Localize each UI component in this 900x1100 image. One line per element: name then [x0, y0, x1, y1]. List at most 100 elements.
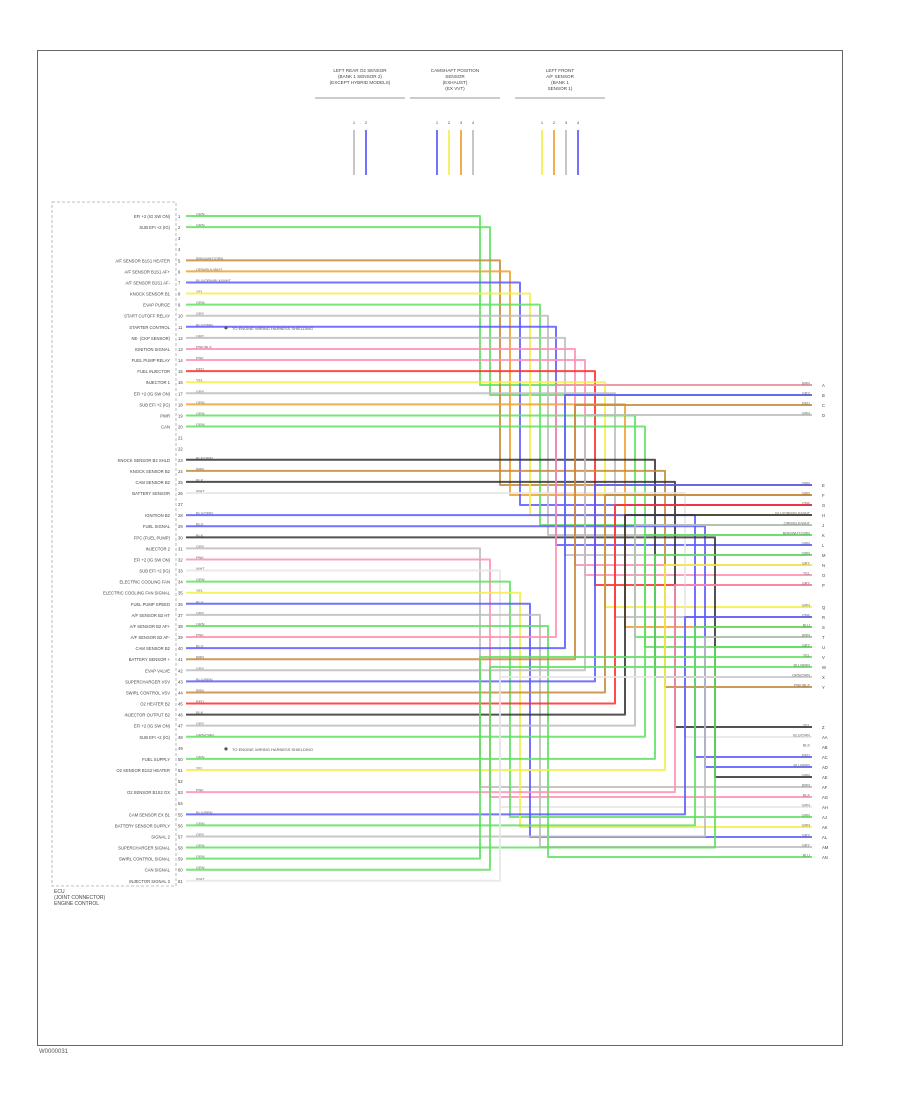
wire-code-42: GRY [196, 667, 205, 671]
wire-code-26: WHT [196, 490, 205, 494]
wire-code-10: GRY [196, 312, 205, 316]
wire-code-37: GRY [196, 611, 205, 615]
pin-label-41: BATTERY SENSOR + [129, 657, 171, 662]
terminal-code-L: GRN [802, 542, 811, 546]
pin-number-41: 41 [178, 657, 183, 662]
terminal-code-D: GRN [802, 412, 811, 416]
pin-number-19: 19 [178, 413, 183, 418]
wire-code-6: ORN/BLK/WHT [196, 268, 223, 272]
pin-label-60: CAN SIGNAL [145, 868, 171, 873]
wire-code-60: GRN [196, 866, 205, 870]
pin-number-12: 12 [178, 336, 183, 341]
pin-label-44: SWIRL CONTROL VSV [126, 690, 170, 695]
module-box [51, 201, 177, 887]
component-2-pin-2: 2 [553, 120, 556, 125]
pin-number-22: 22 [178, 447, 183, 452]
wire-code-38: GRN [196, 622, 205, 626]
terminal-code-A: BRN [802, 382, 810, 386]
terminal-Z: Z [822, 725, 825, 730]
pin-number-49: 49 [178, 746, 183, 751]
pin-label-36: FUEL PUMP SPEED [131, 602, 170, 607]
pin-label-45: O2 HEATER B2 [140, 702, 170, 707]
terminal-AC: AC [822, 755, 828, 760]
pin-number-27: 27 [178, 502, 183, 507]
component-2-pin-1: 1 [541, 120, 544, 125]
pin-label-51: O2 SENSOR B1S2 HEATER [116, 768, 170, 773]
wire-44 [186, 494, 812, 694]
pin-number-31: 31 [178, 546, 183, 551]
wire-code-2: GRN [196, 224, 205, 228]
terminal-code-AJ: GRN [802, 814, 811, 818]
wire-39 [186, 384, 812, 639]
terminal-B: B [822, 393, 825, 398]
pin-label-37: A/F SENSOR B2 HT [132, 613, 171, 618]
terminal-code-U: GRY [802, 644, 811, 648]
component-0-pin-1: 1 [353, 120, 356, 125]
pin-label-10: START CUTOFF RELAY [124, 314, 170, 319]
terminal-AB: AB [822, 745, 828, 750]
terminal-code-AL: GRY [802, 834, 811, 838]
wire-code-30: BLK [196, 534, 204, 538]
pin-label-23: KNOCK SENSOR B2 SHLD [118, 458, 170, 463]
module-title-line: ENGINE CONTROL [54, 901, 99, 907]
pin-label-25: CAM SENSOR B2 [136, 480, 171, 485]
terminal-K: K [822, 533, 825, 538]
pin-label-13: IGNITION SIGNAL [135, 347, 171, 352]
diagram-frame [37, 50, 843, 1046]
wire-code-58: GRN [196, 844, 205, 848]
wire-38 [186, 624, 812, 858]
wire-code-51: YEL [196, 767, 203, 771]
wire-code-25: BLK [196, 478, 204, 482]
pin-number-51: 51 [178, 768, 183, 773]
terminal-Q: Q [822, 605, 826, 610]
wire-45 [186, 504, 812, 705]
component-1-pin-2: 2 [448, 120, 451, 125]
wire-code-59: GRN [196, 855, 205, 859]
pin-number-4: 4 [178, 247, 181, 252]
pin-label-14: FUEL PUMP RELAY [132, 358, 171, 363]
pin-number-14: 14 [178, 358, 183, 363]
wire-code-36: BLU [196, 600, 204, 604]
pin-label-6: A/F SENSOR B1S1 AF+ [125, 269, 171, 274]
terminal-code-O: YEL [803, 572, 810, 576]
pin-number-44: 44 [178, 690, 183, 695]
terminal-X: X [822, 675, 825, 680]
pin-label-47: EFI +2 (IG SW ON) [134, 724, 171, 729]
pin-label-58: SUPERCHARGER SIGNAL [118, 846, 171, 851]
terminal-code-AC: RED [802, 754, 810, 758]
wire-code-33: WHT [196, 567, 205, 571]
pin-number-43: 43 [178, 679, 183, 684]
pin-number-13: 13 [178, 347, 183, 352]
pin-number-1: 1 [178, 214, 181, 219]
wire-code-9: GRN [196, 301, 205, 305]
pin-number-16: 16 [178, 380, 183, 385]
wire-code-39: PNK [196, 634, 204, 638]
pin-label-59: SWIRL CONTROL SIGNAL [119, 857, 171, 862]
terminal-code-S: BLU [803, 624, 811, 628]
terminal-AH: AH [822, 805, 828, 810]
terminal-code-F: GRN [802, 492, 811, 496]
module-title-line: ECU [54, 889, 65, 895]
component-2-label: A/F SENSOR [546, 74, 575, 79]
terminal-code-AN: BLU [803, 854, 811, 858]
terminal-code-H: BLU/ORN/BLK/WHT [775, 512, 810, 516]
component-2-pin-4: 4 [577, 120, 580, 125]
terminal-G: G [822, 503, 825, 508]
pin-number-55: 55 [178, 812, 183, 817]
pin-label-50: FUEL SUPPLY [142, 757, 170, 762]
terminal-AL: AL [822, 835, 828, 840]
pin-number-24: 24 [178, 469, 183, 474]
terminal-code-Y: PNK/BLK [794, 684, 811, 688]
wire-48 [186, 534, 812, 738]
wire-code-7: BLU/ORN/BLK/WHT [196, 279, 231, 283]
terminal-code-X: GRN/ORN [792, 674, 810, 678]
pin-number-15: 15 [178, 369, 183, 374]
terminal-code-P: GRY [802, 582, 811, 586]
pin-label-24: KNOCK SENSOR B2 [130, 469, 171, 474]
pin-label-5: A/F SENSOR B1S1 HEATER [115, 258, 170, 263]
wire-code-18: ORN [196, 401, 205, 405]
component-1-pin-3: 3 [460, 120, 463, 125]
wire-40 [186, 394, 812, 650]
terminal-code-N: GRY [802, 562, 811, 566]
terminal-code-AE: GRN [802, 774, 811, 778]
